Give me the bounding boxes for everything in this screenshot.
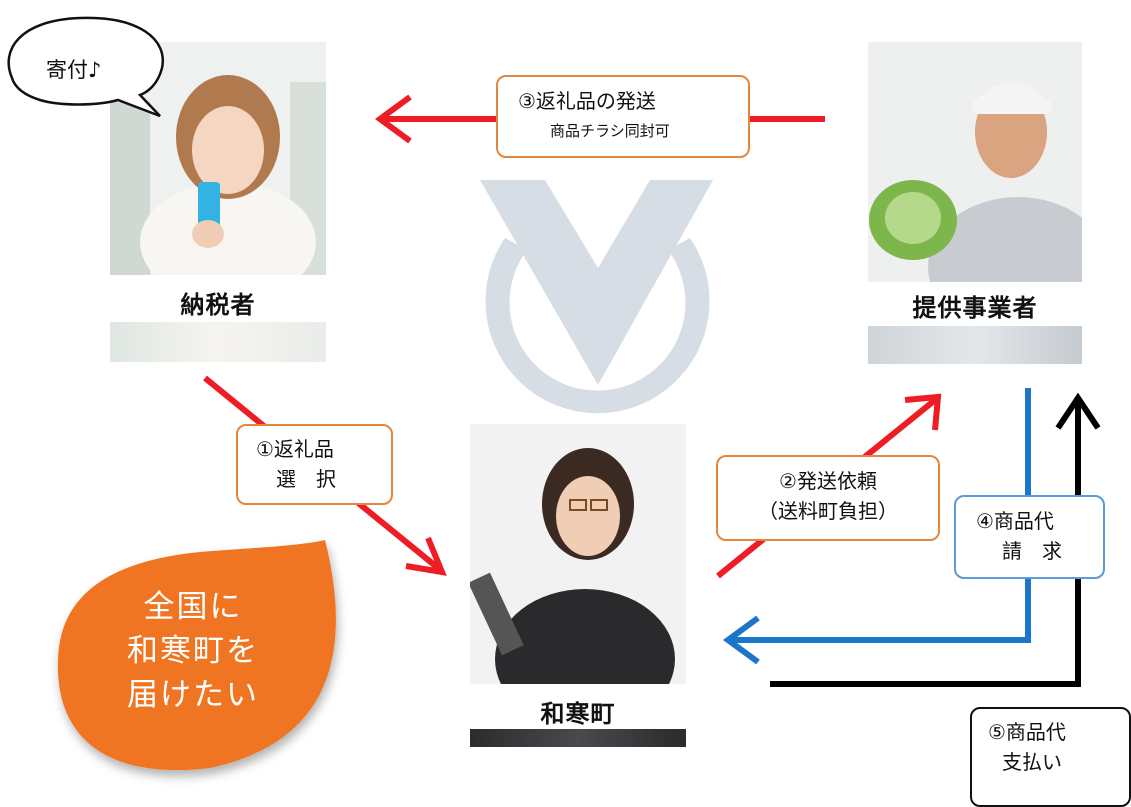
callout-step5-line2: 支払い <box>1002 750 1062 774</box>
callout-step1-line1: ①返礼品 <box>256 437 334 461</box>
blob-text: 全国に 和寒町を 届けたい <box>58 585 328 717</box>
callout-step3-line2: 商品チラシ同封可 <box>550 122 670 140</box>
arrow-step5-head <box>1055 392 1101 430</box>
watermark-v-shape <box>480 180 713 385</box>
watermark-ring <box>485 238 710 414</box>
taxpayer-photo-strip <box>110 322 326 362</box>
callout-step1-line2: 選 択 <box>276 467 336 491</box>
arrow-step1-head <box>405 536 447 576</box>
callout-step3-line1: ③返礼品の発送 <box>518 89 656 113</box>
arrow-step2-head <box>904 393 942 431</box>
blob-line2: 和寒町を <box>127 633 259 669</box>
speech-bubble-shape <box>7 16 165 118</box>
blob-line1: 全国に <box>143 589 243 625</box>
speech-bubble-text: 寄付♪ <box>46 58 102 82</box>
orange-blob-shape <box>57 540 336 771</box>
orange-blob <box>57 540 336 771</box>
taxpayer-photo <box>110 42 326 275</box>
callout-step4: ④商品代 請 求 <box>954 495 1105 579</box>
town-photo <box>470 424 686 684</box>
taxpayer-label: 納税者 <box>180 291 256 319</box>
callout-step5-line1: ⑤商品代 <box>988 720 1066 744</box>
supplier-photo-strip <box>868 326 1082 364</box>
callout-step2-line1: ②発送依頼 <box>779 469 877 493</box>
callout-step1: ①返礼品 選 択 <box>236 424 393 505</box>
blob-line3: 届けたい <box>127 677 259 713</box>
callout-step4-line2: 請 求 <box>1002 539 1062 563</box>
arrow-step3-head <box>374 94 412 144</box>
town-illustration <box>470 424 686 684</box>
callout-step2-line2: （送料町負担） <box>758 499 898 523</box>
callout-step4-line1: ④商品代 <box>976 509 1054 533</box>
watermark-logo <box>480 180 713 414</box>
supplier-illustration <box>868 42 1082 282</box>
arrow-step4-head <box>722 615 760 665</box>
town-label: 和寒町 <box>540 700 616 728</box>
callout-step3: ③返礼品の発送 商品チラシ同封可 <box>496 75 750 158</box>
town-photo-strip <box>470 729 686 747</box>
arrow-step4-line <box>730 388 1031 643</box>
callout-step2: ②発送依頼 （送料町負担） <box>716 455 940 541</box>
supplier-label: 提供事業者 <box>912 294 1038 322</box>
supplier-photo <box>868 42 1082 282</box>
speech-bubble <box>7 16 165 118</box>
